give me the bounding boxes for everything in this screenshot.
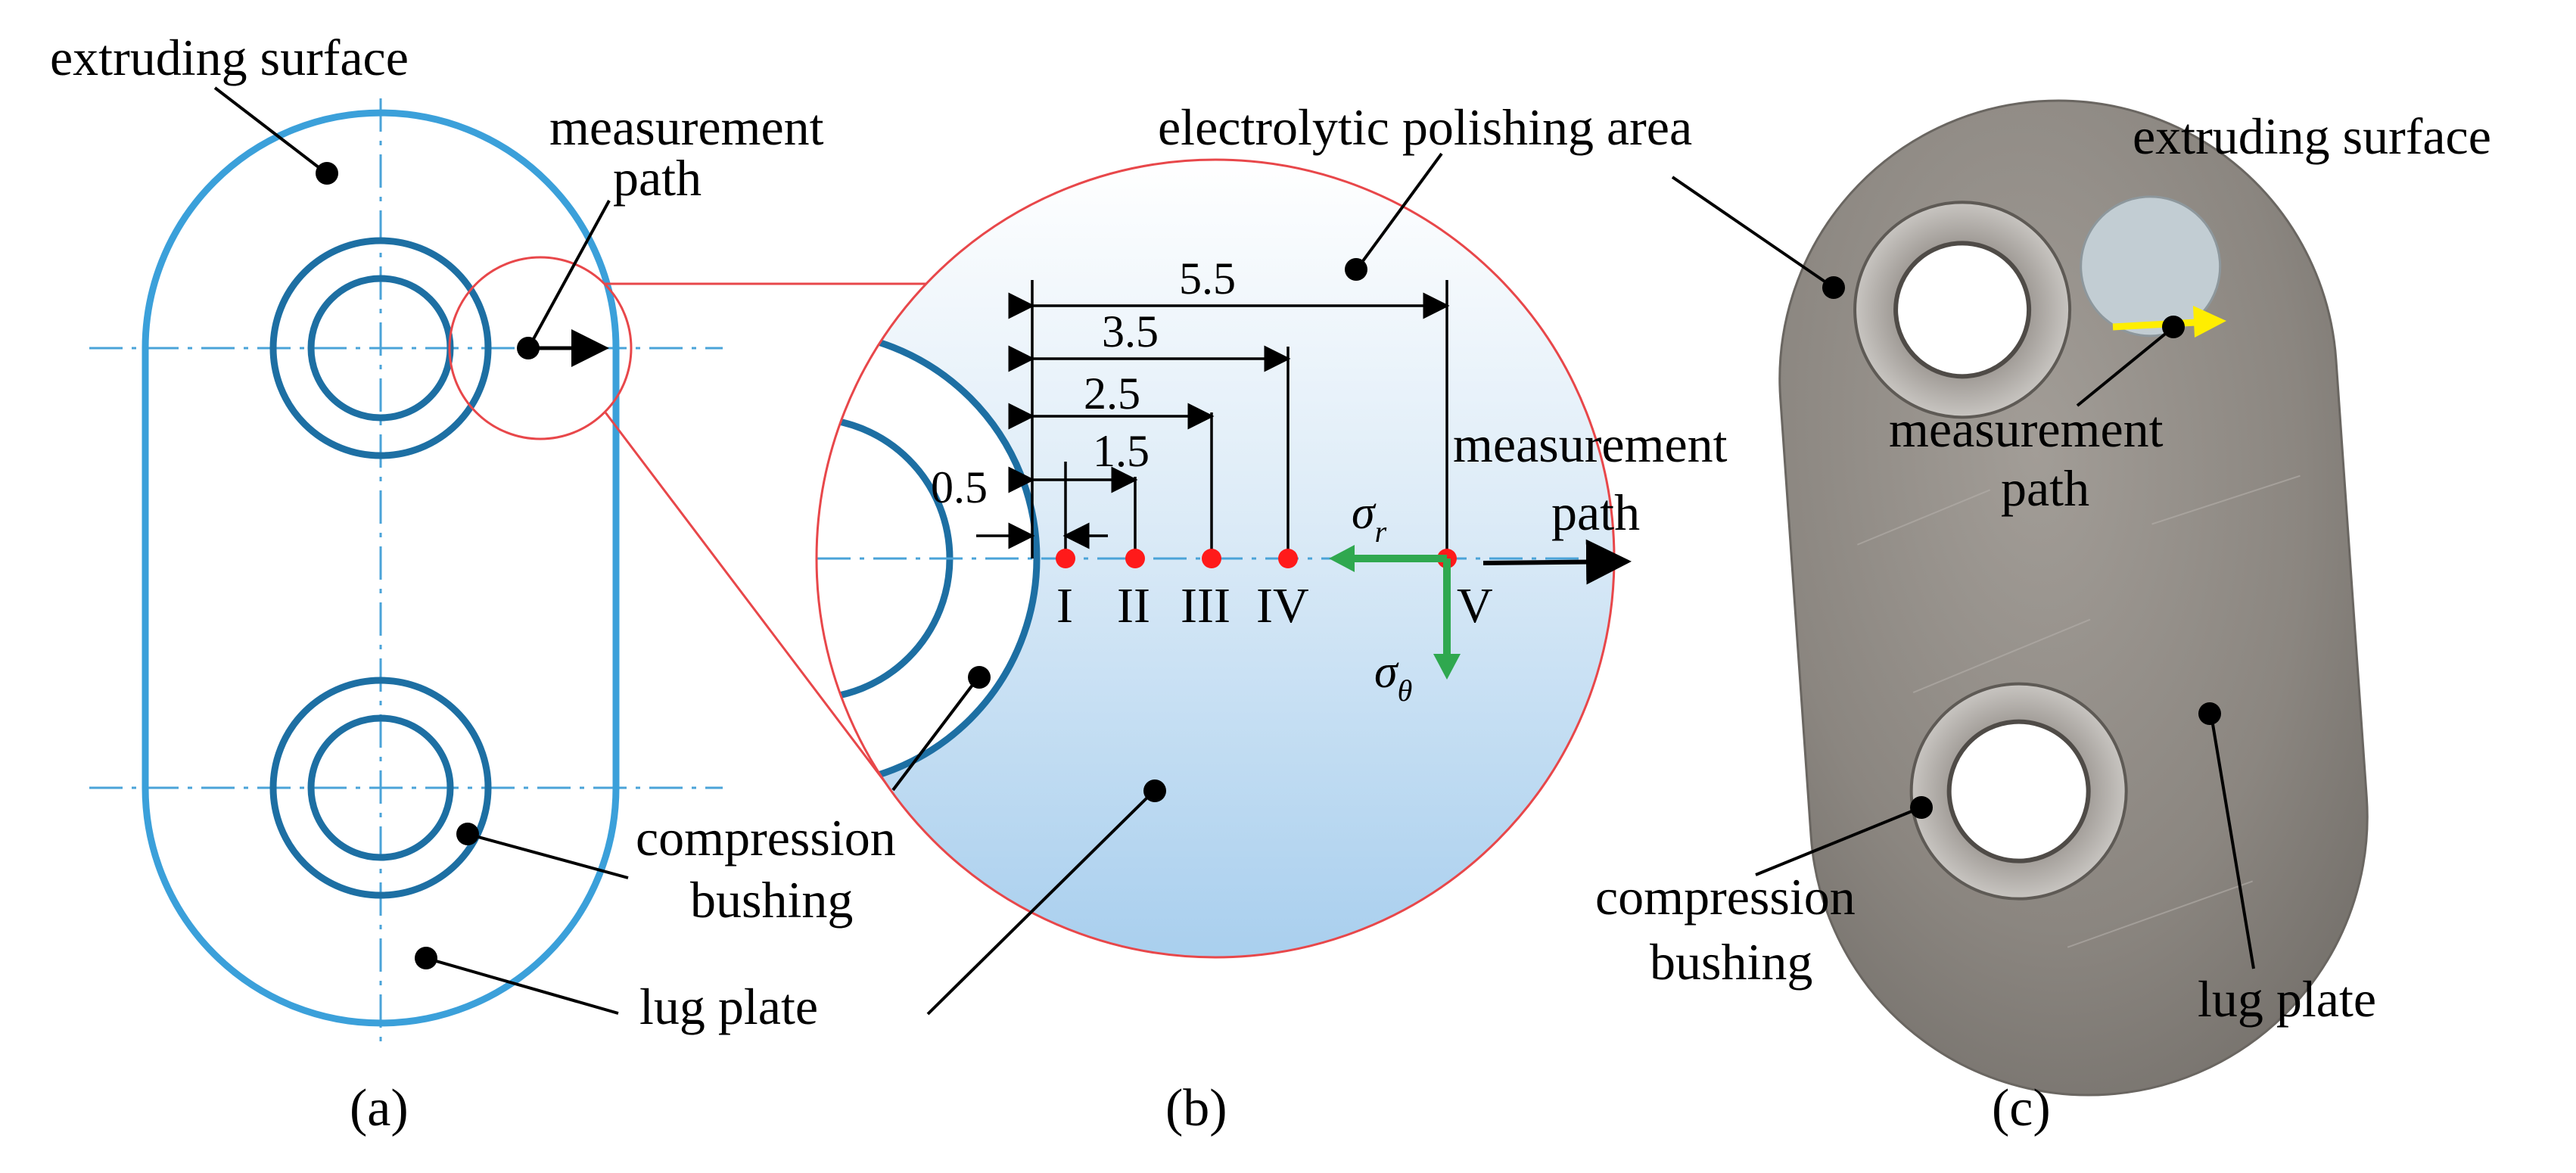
dim-2-5: 2.5 bbox=[1084, 369, 1140, 418]
panel-c: extruding surface measurement path compr… bbox=[1595, 99, 2491, 1137]
label-path-c: path bbox=[2001, 459, 2089, 517]
compression-bushing-leader bbox=[469, 833, 629, 879]
photo-measurement-leader bbox=[2076, 327, 2173, 407]
panel-a: extruding surface measurement path compr… bbox=[50, 29, 896, 1137]
lug-plate-photo bbox=[1778, 99, 2369, 1097]
label-compression-c: compression bbox=[1595, 868, 1856, 926]
label-measurement-b: measurement bbox=[1453, 415, 1728, 473]
caption-c: (c) bbox=[1992, 1079, 2051, 1137]
photo-lower-bore bbox=[1946, 719, 2091, 863]
label-point-I: I bbox=[1056, 578, 1073, 633]
caption-b: (b) bbox=[1165, 1079, 1227, 1137]
polishing-area-dot bbox=[1345, 258, 1367, 281]
point-IV bbox=[1278, 549, 1298, 568]
lug-plate-leader-b bbox=[926, 791, 1154, 1016]
photo-bushing-dot bbox=[1910, 796, 1933, 819]
point-I bbox=[1056, 549, 1075, 568]
dimension-lines bbox=[976, 280, 1450, 558]
photo-measurement-arrowhead bbox=[2193, 306, 2226, 338]
label-measurement: measurement bbox=[549, 98, 824, 156]
label-lug-plate-c: lug plate bbox=[2198, 970, 2376, 1028]
photo-measurement-dot bbox=[2162, 316, 2185, 338]
extruding-surface-dot bbox=[316, 162, 338, 185]
radial-stress-arrowhead bbox=[1329, 545, 1355, 572]
label-point-V: V bbox=[1457, 578, 1493, 633]
measurement-path-leader bbox=[528, 200, 611, 347]
photo-extruding-leader bbox=[1671, 176, 1833, 288]
hoop-stress-label: σθ bbox=[1374, 646, 1412, 708]
dim-5-5: 5.5 bbox=[1179, 254, 1236, 303]
compression-bushing-dot bbox=[456, 823, 479, 845]
bushing-bore bbox=[817, 331, 1037, 786]
lower-bushing-inner bbox=[307, 714, 454, 861]
label-extruding-surface-c: extruding surface bbox=[2133, 107, 2491, 165]
photo-polished-area bbox=[2080, 195, 2222, 338]
label-extruding-surface: extruding surface bbox=[50, 29, 409, 86]
upper-bushing-outer bbox=[269, 237, 492, 459]
photo-lug-plate-leader bbox=[2210, 714, 2255, 969]
lower-bushing-outer bbox=[269, 677, 492, 899]
label-point-IV: IV bbox=[1256, 578, 1309, 633]
dim-1-5: 1.5 bbox=[1093, 426, 1150, 476]
label-point-II: II bbox=[1117, 578, 1150, 633]
compression-bushing-dot-b bbox=[968, 666, 991, 689]
bushing-outer-arc bbox=[817, 328, 1041, 789]
caption-a: (a) bbox=[350, 1079, 409, 1137]
label-compression: compression bbox=[636, 809, 896, 867]
zoom-connectors bbox=[604, 282, 947, 795]
lug-plate-dot-b bbox=[1143, 779, 1166, 802]
label-lug-plate: lug plate bbox=[639, 978, 818, 1035]
dim-0-5: 0.5 bbox=[931, 462, 988, 512]
measurement-path-dot bbox=[517, 337, 540, 359]
lug-plate-leader bbox=[428, 957, 619, 1015]
label-bushing-c: bushing bbox=[1650, 933, 1812, 991]
stress-arrows bbox=[1329, 545, 1461, 680]
dim-3-5: 3.5 bbox=[1102, 306, 1159, 356]
panel-b: 5.5 3.5 2.5 1.5 0.5 I II III IV V σr σθ bbox=[815, 98, 1728, 1137]
point-II bbox=[1125, 549, 1145, 568]
lug-plate-outline bbox=[142, 109, 620, 1027]
compression-bushing-leader-b bbox=[891, 677, 979, 792]
label-measurement-c: measurement bbox=[1889, 400, 2164, 458]
photo-lug-plate-dot bbox=[2198, 702, 2221, 725]
label-polishing-area: electrolytic polishing area bbox=[1158, 98, 1692, 156]
zoom-connector-bottom bbox=[604, 412, 896, 795]
measurement-path-arrow-b bbox=[1482, 539, 1632, 585]
label-path: path bbox=[613, 149, 702, 207]
point-III bbox=[1202, 549, 1221, 568]
label-bushing: bushing bbox=[690, 871, 853, 929]
extruding-surface-leader bbox=[213, 86, 327, 174]
photo-upper-bore bbox=[1893, 241, 2032, 379]
photo-bushing-leader bbox=[1755, 807, 1920, 876]
hoop-stress-arrowhead bbox=[1433, 654, 1461, 680]
radial-stress-label: σr bbox=[1352, 487, 1387, 549]
photo-extruding-dot bbox=[1822, 276, 1845, 299]
label-point-III: III bbox=[1181, 578, 1230, 633]
polishing-area-leader bbox=[1357, 152, 1443, 269]
lug-plate-dot bbox=[415, 947, 437, 969]
label-path-b: path bbox=[1551, 484, 1640, 541]
zoom-region-circle bbox=[448, 256, 633, 440]
